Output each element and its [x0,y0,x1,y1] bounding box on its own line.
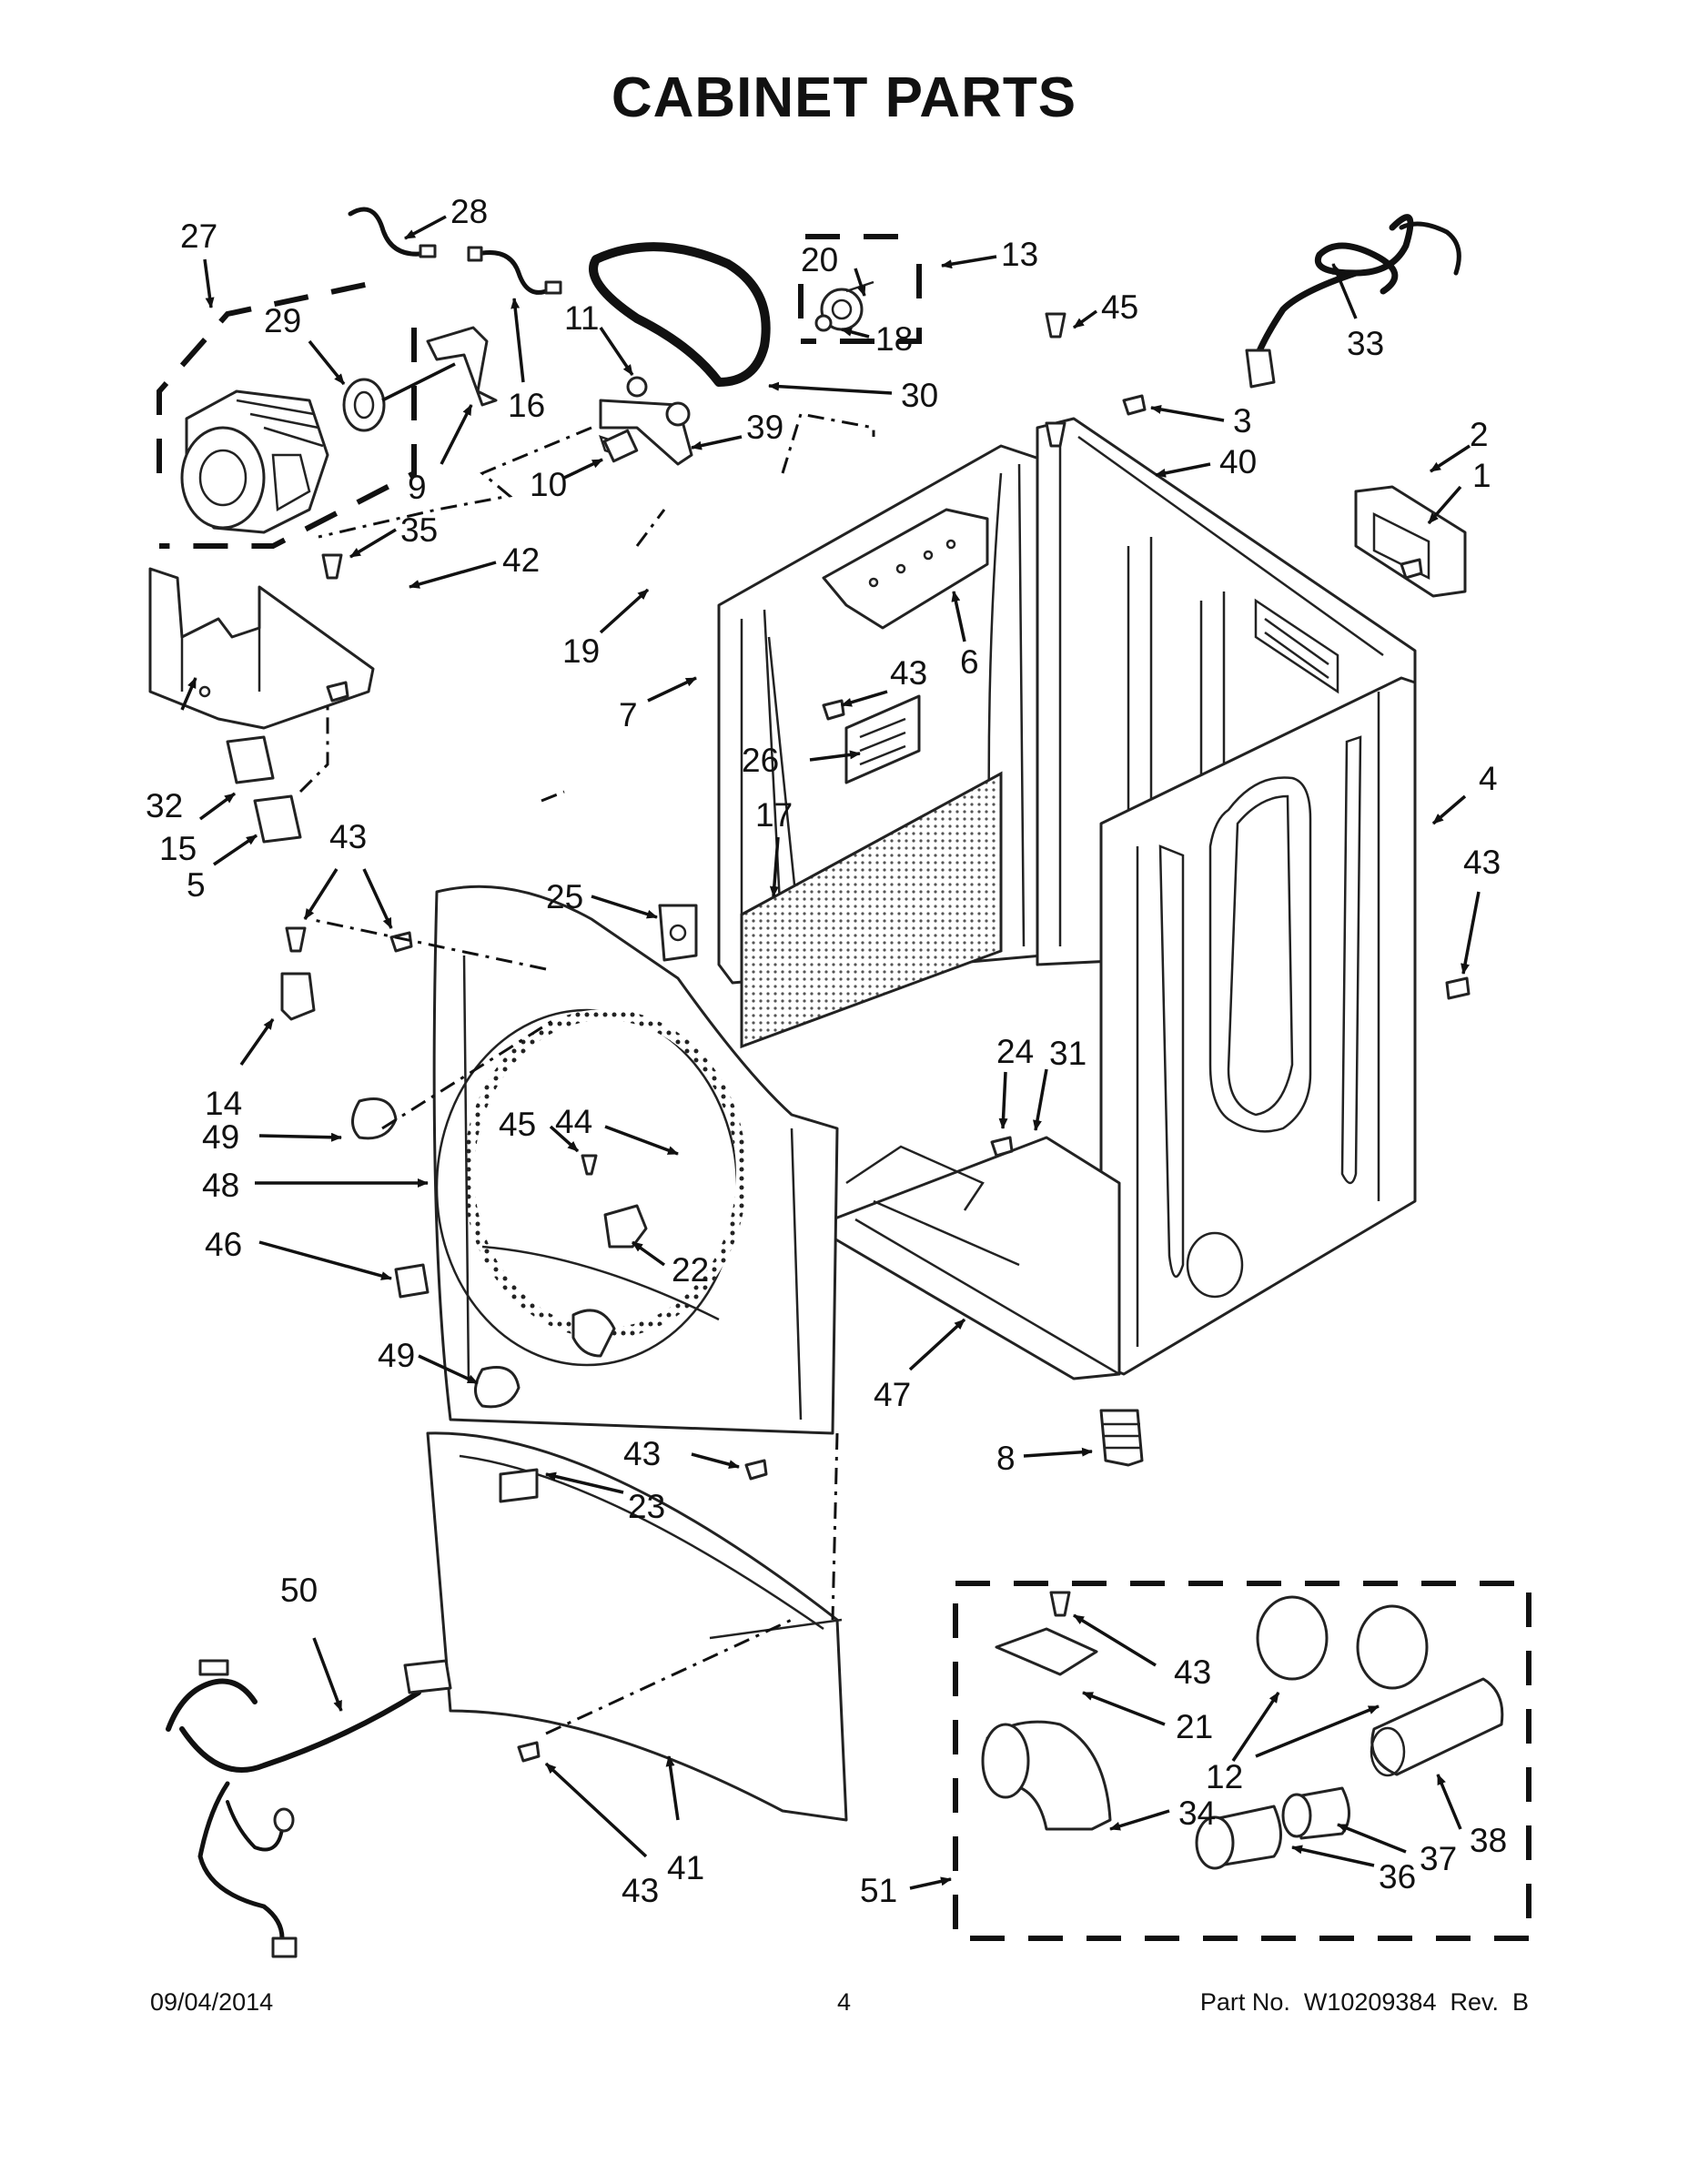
drive-belt [589,242,771,387]
callout-13: 13 [1001,236,1038,273]
motor-mount-bracket [148,567,375,844]
callout-44: 44 [555,1103,592,1140]
callout-23: 23 [628,1488,665,1525]
callout-25: 25 [546,878,583,915]
callout-32: 32 [146,787,183,824]
page-title: CABINET PARTS [611,66,1077,129]
callout-31: 31 [1049,1035,1087,1072]
assembly-line-belt [298,701,565,803]
exhaust-kit-box [953,1581,1531,1941]
callout-33: 33 [1347,325,1384,362]
callout-24: 24 [996,1033,1034,1070]
callout-28: 28 [450,193,488,230]
small-clips [280,904,698,1409]
callout-45-front: 45 [499,1106,536,1143]
callout-38: 38 [1470,1822,1507,1859]
callout-26: 26 [742,742,779,779]
callout-49-a: 49 [202,1118,239,1156]
callout-5: 5 [187,866,206,904]
wire-harness-28-16 [348,207,562,295]
callout-12: 12 [1206,1758,1243,1795]
callout-43-mid: 43 [623,1435,661,1472]
callout-6: 6 [960,643,979,681]
callout-29: 29 [264,302,301,339]
callout-43-rear: 43 [890,654,927,692]
callout-41: 41 [667,1849,704,1886]
assembly-line-kick [545,1432,839,1735]
callout-43-kit: 43 [1174,1653,1211,1691]
callout-27: 27 [180,217,217,255]
callout-19: 19 [562,632,600,670]
footer-date: 09/04/2014 [150,1988,274,2016]
callout-34: 34 [1178,1795,1216,1832]
callout-47: 47 [874,1376,911,1413]
callout-49-b: 49 [378,1337,415,1374]
callout-37: 37 [1420,1840,1457,1877]
callout-labels: 27 28 29 16 9 11 10 39 30 20 18 13 45 33… [146,193,1507,1909]
callout-40: 40 [1219,443,1257,480]
callout-21: 21 [1176,1708,1213,1745]
callout-10: 10 [530,466,567,503]
callout-16: 16 [508,387,545,424]
assembly-line-motor [318,426,592,539]
footer-part-number: Part No. W10209384 Rev. B [1199,1988,1529,2016]
callout-9: 9 [408,469,427,506]
callout-7: 7 [619,696,638,733]
callout-30: 30 [901,377,938,414]
callout-48: 48 [202,1167,239,1204]
toe-kick-panel [426,1431,848,1822]
callout-39: 39 [746,409,783,446]
callout-3: 3 [1233,402,1252,440]
terminal-block-bracket [1354,485,1467,598]
callout-46: 46 [205,1226,242,1263]
callout-35: 35 [400,511,438,549]
power-cord [1245,214,1461,389]
idler-assembly [599,376,693,466]
callout-43-right: 43 [1463,844,1501,881]
callout-43-left: 43 [329,818,367,855]
callout-22: 22 [672,1251,709,1289]
callout-50: 50 [280,1572,318,1609]
footer-page-number: 4 [836,1988,852,2016]
callout-18: 18 [875,320,913,358]
callout-4: 4 [1479,760,1498,797]
callout-42: 42 [502,541,540,579]
callout-14: 14 [205,1085,242,1122]
leader-lines [180,215,1481,1890]
callout-36: 36 [1379,1858,1416,1896]
callout-2: 2 [1470,416,1489,453]
callout-43-bottom: 43 [622,1872,659,1909]
callout-20: 20 [801,241,838,278]
callout-11: 11 [564,299,599,337]
callout-45-top: 45 [1101,288,1138,326]
front-panel [432,885,839,1435]
callout-15: 15 [159,830,197,867]
main-wire-harness [166,1659,452,1958]
callout-1: 1 [1472,457,1491,494]
drive-motor-group [157,279,498,549]
callout-17: 17 [755,796,793,834]
screws [285,312,1471,1763]
callout-51: 51 [860,1872,897,1909]
cabinet-body [717,417,1417,1467]
assembly-line-harness [635,412,875,547]
callout-8: 8 [996,1440,1016,1477]
assembly-line-bracket [308,917,556,1130]
